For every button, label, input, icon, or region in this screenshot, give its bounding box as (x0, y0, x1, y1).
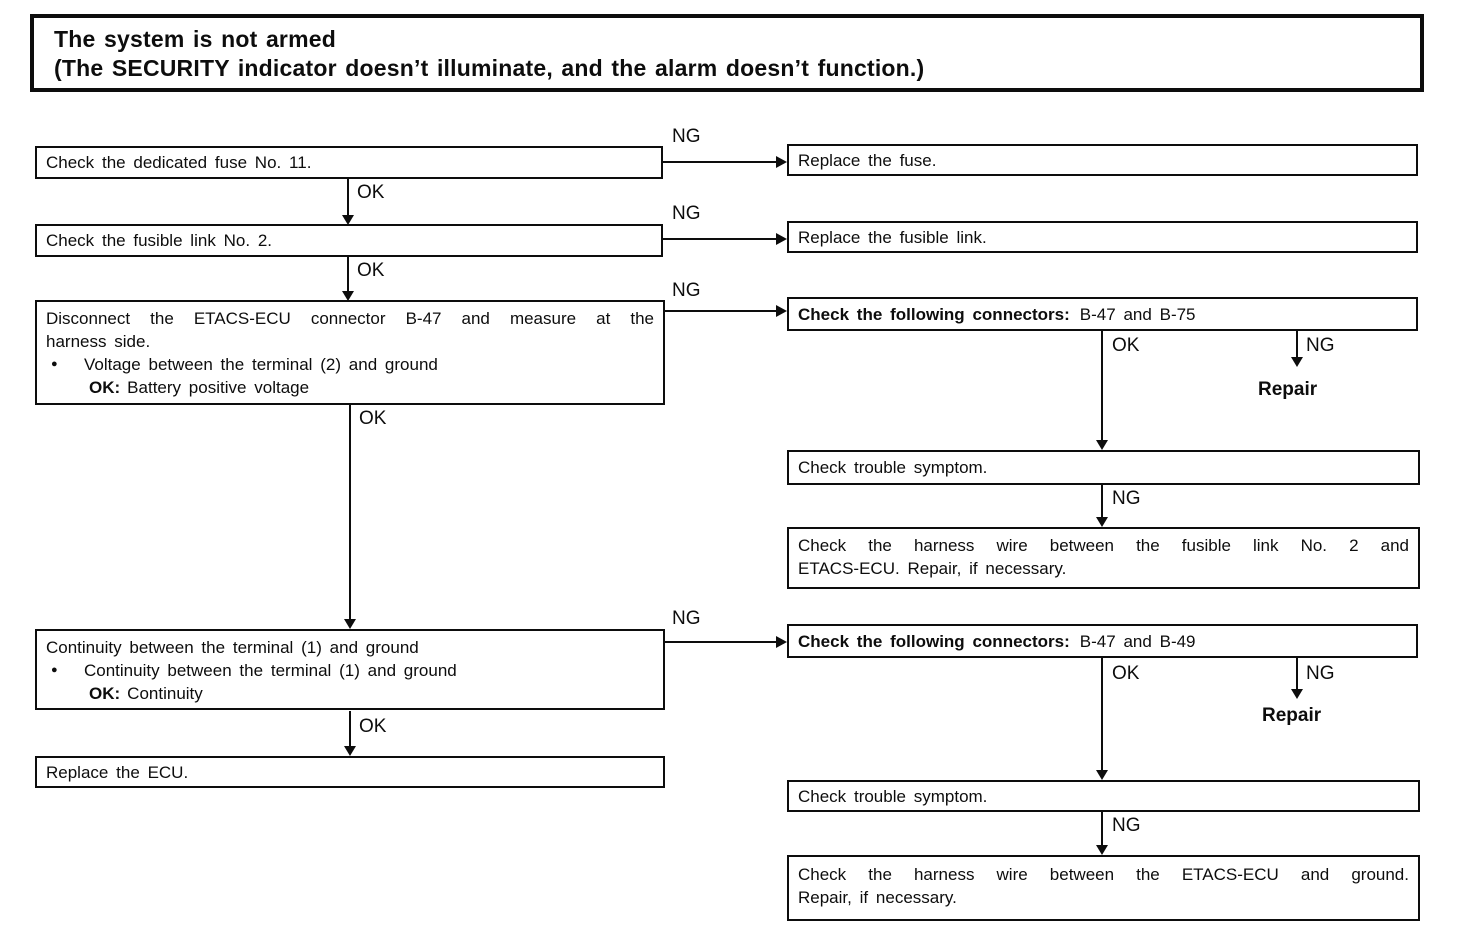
node-continuity-bullet-row: ● Continuity between the terminal (1) an… (46, 659, 654, 682)
ok-arrow-line-4 (349, 711, 351, 748)
chart-title-line1: The system is not armed (54, 26, 336, 52)
node-harness-ground-line1: Check the harness wire between the ETACS… (798, 865, 1409, 884)
node-disconnect-ecu-bullet-text: Voltage between the terminal (2) and gro… (84, 355, 438, 374)
arrow-down-icon (1096, 517, 1108, 527)
node-replace-ecu: Replace the ECU. (35, 756, 665, 788)
ok-label-row1: OK (357, 182, 385, 203)
node-replace-fusible-link: Replace the fusible link. (787, 221, 1418, 253)
node-check-connectors-1-detail: B-47 and B-75 (1079, 304, 1196, 324)
node-check-fuse-text: Check the dedicated fuse No. 11. (46, 153, 312, 172)
ok-arrow-line-1 (347, 179, 349, 217)
ng-arrow-line-trouble-1 (1101, 485, 1103, 518)
node-continuity-line1: Continuity between the terminal (1) and … (46, 638, 419, 657)
arrow-down-icon (1291, 689, 1303, 699)
node-check-trouble-1-text: Check trouble symptom. (798, 458, 988, 477)
node-disconnect-ecu-line2: harness side. (46, 332, 151, 351)
ng-label-row4: NG (672, 608, 701, 629)
arrow-right-icon (776, 305, 787, 317)
node-check-trouble-2: Check trouble symptom. (787, 780, 1420, 812)
ok-condition-value: Continuity (127, 684, 203, 703)
repair-label-1: Repair (1258, 379, 1318, 400)
ok-branch-line-connectors-2 (1101, 658, 1103, 771)
ng-label-trouble-2: NG (1112, 815, 1141, 836)
ok-label-row4: OK (359, 716, 387, 737)
node-check-fusible-link: Check the fusible link No. 2. (35, 224, 663, 257)
ng-label-row1: NG (672, 126, 701, 147)
arrow-down-icon (342, 215, 354, 225)
arrow-down-icon (1096, 440, 1108, 450)
node-harness-fusible-line1: Check the harness wire between the fusib… (798, 536, 1409, 555)
arrow-down-icon (1291, 357, 1303, 367)
node-harness-fusible-line2: ETACS-ECU. Repair, if necessary. (798, 559, 1067, 578)
arrow-down-icon (344, 746, 356, 756)
arrow-down-icon (1096, 770, 1108, 780)
ng-label-connectors-1: NG (1306, 335, 1335, 356)
ok-condition-label: OK: (89, 378, 121, 397)
ng-label-connectors-2: NG (1306, 663, 1335, 684)
node-replace-ecu-text: Replace the ECU. (46, 762, 189, 782)
ng-branch-line-repair-1 (1296, 331, 1298, 359)
ok-condition-label: OK: (89, 684, 121, 703)
node-disconnect-ecu: Disconnect the ETACS-ECU connector B-47 … (35, 300, 665, 405)
node-continuity-check: Continuity between the terminal (1) and … (35, 629, 665, 710)
arrow-down-icon (344, 619, 356, 629)
ng-arrow-line-row2 (663, 238, 776, 240)
node-check-connectors-2-detail: B-47 and B-49 (1079, 631, 1196, 651)
repair-label-2: Repair (1262, 705, 1322, 726)
node-disconnect-ecu-bullet-row: ● Voltage between the terminal (2) and g… (46, 353, 654, 376)
ng-label-row2: NG (672, 203, 701, 224)
ok-branch-line-connectors-1 (1101, 331, 1103, 441)
ok-label-row2: OK (357, 260, 385, 281)
ok-arrow-line-2 (347, 257, 349, 293)
node-harness-fusible: Check the harness wire between the fusib… (787, 527, 1420, 589)
node-check-connectors-2: Check the following connectors: B-47 and … (787, 624, 1418, 658)
node-check-fusible-link-text: Check the fusible link No. 2. (46, 231, 273, 250)
node-check-trouble-2-text: Check trouble symptom. (798, 786, 988, 806)
node-replace-fuse: Replace the fuse. (787, 144, 1418, 176)
node-replace-fuse-text: Replace the fuse. (798, 150, 937, 170)
ok-arrow-line-3 (349, 405, 351, 621)
node-replace-fusible-link-text: Replace the fusible link. (798, 227, 987, 247)
ok-label-row3: OK (359, 408, 387, 429)
node-continuity-bullet-text: Continuity between the terminal (1) and … (84, 661, 457, 680)
ok-label-connectors-2: OK (1112, 663, 1140, 684)
arrow-down-icon (1096, 845, 1108, 855)
chart-title-box: The system is not armed (The SECURITY in… (30, 14, 1424, 92)
bullet-icon: ● (51, 358, 58, 370)
ng-branch-line-repair-2 (1296, 658, 1298, 691)
node-continuity-ok-line: OK: Continuity (89, 682, 654, 705)
ng-label-row3: NG (672, 280, 701, 301)
ok-condition-value: Battery positive voltage (127, 378, 310, 397)
node-check-trouble-1: Check trouble symptom. (787, 450, 1420, 485)
arrow-right-icon (776, 156, 787, 168)
arrow-right-icon (776, 636, 787, 648)
node-harness-ground-line2: Repair, if necessary. (798, 888, 957, 907)
ng-arrow-line-row3 (665, 310, 776, 312)
bullet-icon: ● (51, 664, 58, 676)
node-check-fuse: Check the dedicated fuse No. 11. (35, 146, 663, 179)
node-check-connectors-2-title: Check the following connectors: (798, 631, 1070, 651)
node-disconnect-ecu-line1: Disconnect the ETACS-ECU connector B-47 … (46, 309, 654, 328)
arrow-down-icon (342, 291, 354, 301)
node-disconnect-ecu-ok-line: OK: Battery positive voltage (89, 376, 654, 399)
node-check-connectors-1: Check the following connectors: B-47 and … (787, 297, 1418, 331)
node-check-connectors-1-title: Check the following connectors: (798, 304, 1070, 324)
ng-label-trouble-1: NG (1112, 488, 1141, 509)
ok-label-connectors-1: OK (1112, 335, 1140, 356)
ng-arrow-line-row4 (665, 641, 776, 643)
arrow-right-icon (776, 233, 787, 245)
chart-title-line2: (The SECURITY indicator doesn’t illumina… (54, 55, 925, 81)
node-harness-ground: Check the harness wire between the ETACS… (787, 855, 1420, 921)
ng-arrow-line-trouble-2 (1101, 812, 1103, 846)
ng-arrow-line-row1 (663, 161, 776, 163)
